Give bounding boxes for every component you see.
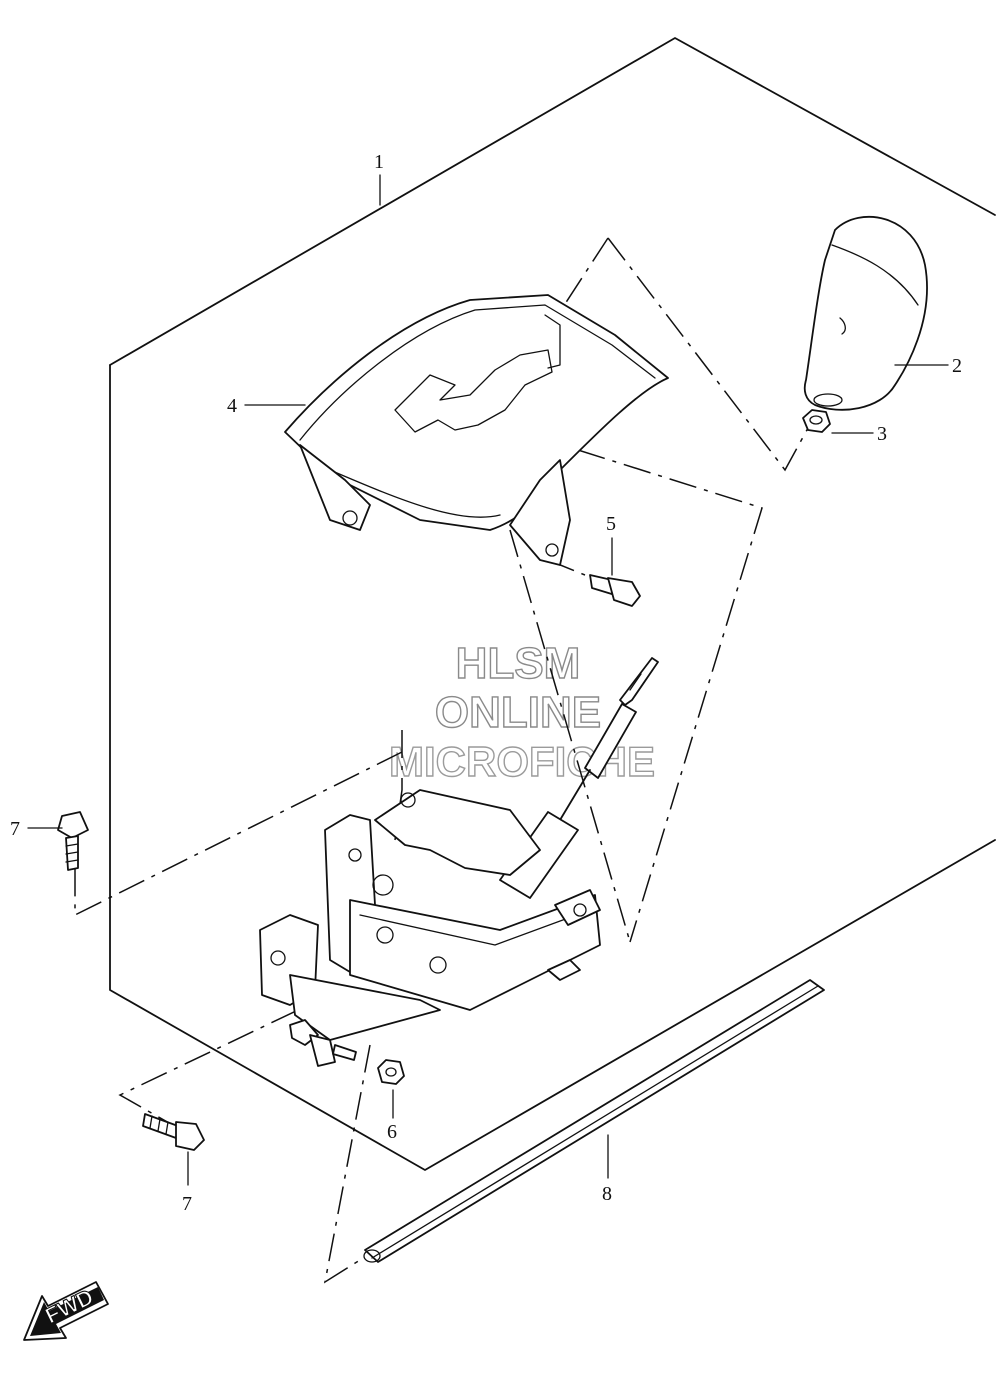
callout-6: 6 xyxy=(387,1121,397,1143)
callout-8: 8 xyxy=(602,1183,612,1205)
callout-labels: 1 2 3 4 5 6 7 7 8 xyxy=(10,151,962,1215)
shift-lever-cable xyxy=(499,657,659,899)
link-bolt xyxy=(289,1019,357,1067)
leader-lines xyxy=(27,174,949,1186)
shift-bracket-assembly xyxy=(259,789,601,1041)
bolt-part-7-upper xyxy=(57,811,89,871)
bolt-part-5 xyxy=(589,574,641,607)
nut-part-6 xyxy=(377,1059,405,1085)
callout-5: 5 xyxy=(606,513,616,535)
callout-1: 1 xyxy=(374,151,384,173)
callout-7-upper: 7 xyxy=(10,818,20,840)
shift-rod-part-8 xyxy=(363,979,825,1263)
fwd-direction-arrow: FWD xyxy=(23,1281,109,1341)
callout-2: 2 xyxy=(952,355,962,377)
assembly-outline xyxy=(109,37,996,1171)
bolt-part-7-lower xyxy=(142,1113,205,1151)
nut-part-3 xyxy=(802,409,831,433)
callout-3: 3 xyxy=(877,423,887,445)
callout-4: 4 xyxy=(227,395,237,417)
shift-cover-part-4 xyxy=(284,294,669,566)
callout-7-lower: 7 xyxy=(182,1193,192,1215)
watermark-line-1: HLSM xyxy=(456,639,581,688)
watermark: HLSM ONLINE MICROFICHE xyxy=(388,638,655,785)
shift-knob-part-2 xyxy=(803,215,928,411)
watermark-line-2: ONLINE xyxy=(435,688,601,737)
